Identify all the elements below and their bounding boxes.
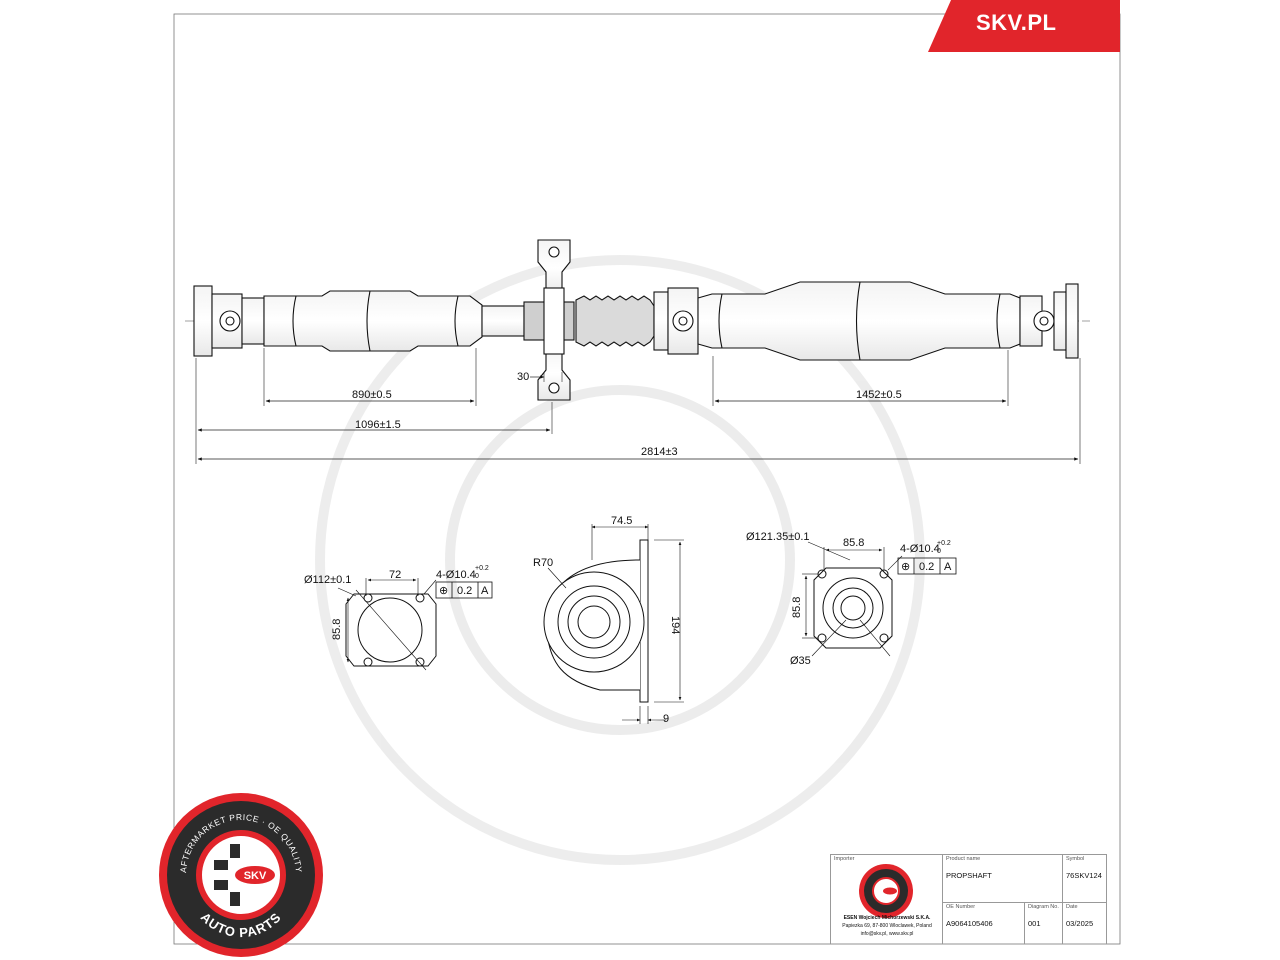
slip-spline: [481, 305, 525, 337]
front-flange-tolerance: 0.2: [457, 585, 472, 597]
propshaft-side-view: [193, 239, 1079, 401]
tb-date-caption: Date: [1066, 904, 1078, 910]
rear-flange-view: [802, 541, 957, 657]
center-bearing-height: 194: [669, 616, 681, 634]
center-bearing-plate-thickness: 9: [663, 713, 669, 725]
front-flange-yoke: [193, 285, 213, 357]
center-bearing-width: 74.5: [611, 515, 632, 527]
badge-center-pill: [235, 866, 275, 884]
dim-front-section: 890±0.5: [352, 389, 392, 401]
rear-flange-yoke: [1065, 283, 1079, 359]
tb-importer-name: ESEN Wojciech Michorzewski S.K.A.: [843, 915, 931, 921]
tb-oe-number: OE Number A9064105406: [942, 902, 1024, 944]
tb-date-value: 03/2025: [1066, 919, 1094, 928]
tb-date: Date 03/2025: [1062, 902, 1107, 944]
front-flange-datum: A: [481, 585, 489, 597]
importer-logo: [859, 864, 913, 918]
tb-diagram-no: Diagram No. 001: [1024, 902, 1062, 944]
rear-flange-spacing-y: 85.8: [791, 597, 803, 618]
tb-product-name: Product name PROPSHAFT: [942, 854, 1062, 902]
front-flange-bolt-hole: [363, 593, 373, 603]
rear-flange-holes: 4-Ø10.4: [900, 543, 940, 555]
rear-flange-position-symbol: ⊕: [901, 561, 910, 573]
center-bearing-bore: [577, 605, 611, 639]
tb-symbol: Symbol 76SKV124: [1062, 854, 1107, 902]
center-bearing-view: [543, 524, 684, 724]
rubber-boot: [575, 295, 655, 347]
rear-flange-bore-diameter: Ø35: [790, 655, 811, 667]
front-flange-tol-lower: 0: [475, 573, 479, 580]
front-flange-position-symbol: ⊕: [439, 585, 448, 597]
tb-diagram-no-caption: Diagram No.: [1028, 904, 1059, 910]
tb-importer-address: Papiezka 69, 87-800 Wloclawek, Poland: [842, 923, 932, 929]
front-flange-diameter: Ø112±0.1: [304, 574, 351, 586]
front-flange-spacing-y: 85.8: [331, 619, 343, 640]
dim-rear-section: 1452±0.5: [856, 389, 902, 401]
tb-symbol-caption: Symbol: [1066, 856, 1085, 862]
badge-center-text: SKV: [244, 870, 267, 882]
dim-bearing-offset: 1096±1.5: [355, 419, 401, 431]
front-tube: [263, 290, 483, 352]
rear-tube: [697, 281, 1021, 361]
front-flange-spacing-x: 72: [389, 569, 401, 581]
tb-oe-number-value: A9064105406: [946, 919, 993, 928]
tb-symbol-value: 76SKV124: [1066, 871, 1102, 880]
watermark-gear: [315, 255, 925, 865]
tb-product-name-caption: Product name: [946, 856, 981, 862]
brand-site: SKV.PL: [976, 10, 1057, 35]
tb-importer-contact: info@skv.pl, www.skv.pl: [860, 931, 914, 937]
dim-bearing-width: 30: [517, 371, 529, 383]
tb-oe-number-caption: OE Number: [946, 904, 976, 910]
gear-icon: [214, 844, 240, 906]
brand-tab: SKV.PL: [928, 0, 1120, 52]
center-bearing-radius: R70: [533, 557, 553, 569]
skv-auto-parts-badge: SKV AFTERMARKET PRICE · OE QUALITY AUTO …: [159, 793, 323, 957]
drawing-frame: [173, 13, 1121, 945]
dim-overall-length: 2814±3: [641, 446, 678, 458]
rear-flange-tol-upper: +0.2: [937, 540, 951, 547]
tb-importer: Importer ESEN Wojciech Michorzewski S.K.…: [830, 854, 942, 944]
rear-flange-datum: A: [944, 561, 952, 573]
title-block: Importer ESEN Wojciech Michorzewski S.K.…: [830, 854, 1107, 944]
tb-diagram-no-value: 001: [1028, 919, 1041, 928]
rear-flange-spacing-x: 85.8: [843, 537, 864, 549]
rear-flange-bore: [840, 595, 866, 621]
tb-importer-caption: Importer: [834, 856, 855, 862]
rear-flange-tolerance: 0.2: [919, 561, 934, 573]
tb-product-name-value: PROPSHAFT: [946, 871, 992, 880]
front-flange-tol-upper: +0.2: [475, 565, 489, 572]
rear-flange-diameter: Ø121.35±0.1: [746, 531, 810, 543]
rear-flange-tol-lower: 0: [937, 548, 941, 555]
front-flange-holes: 4-Ø10.4: [436, 569, 476, 581]
front-flange-view: [337, 578, 493, 671]
